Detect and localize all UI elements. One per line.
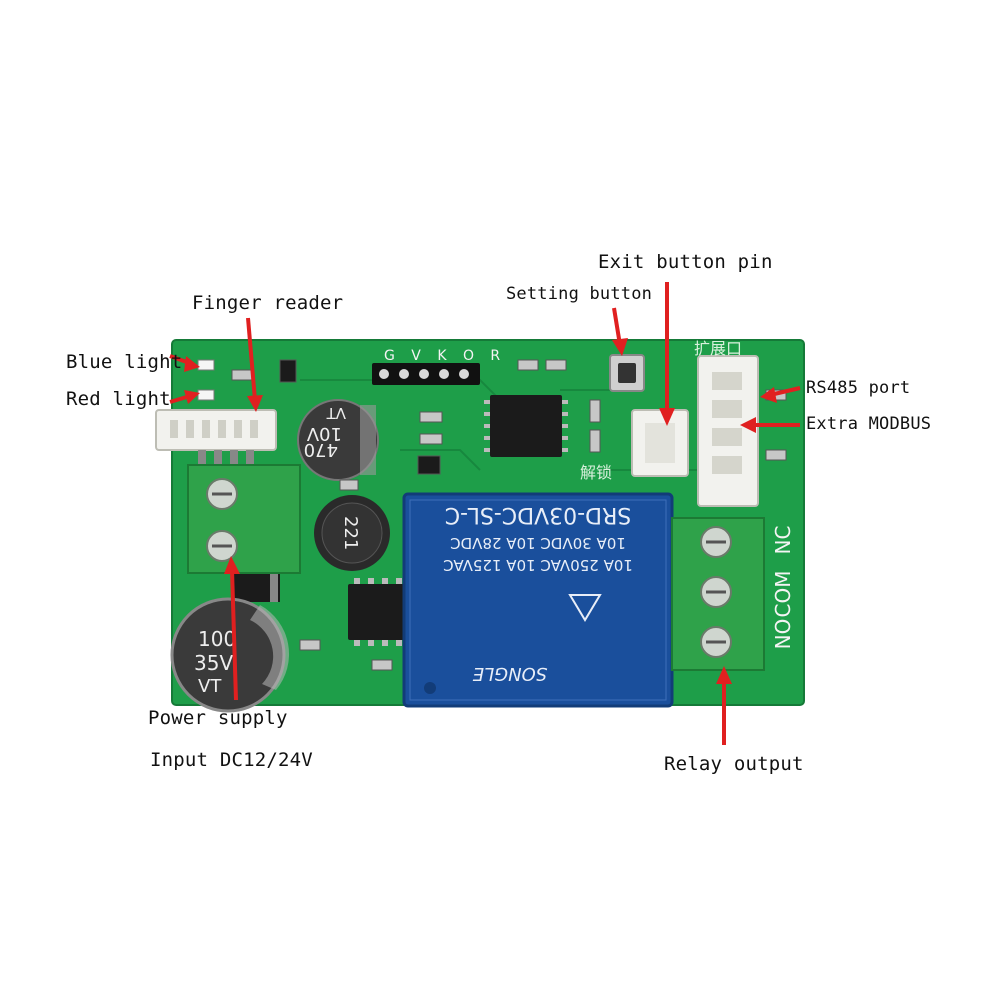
svg-text:SONGLE: SONGLE	[472, 663, 547, 684]
capacitor-100uf: 100 35V VT	[170, 597, 290, 713]
svg-text:221: 221	[340, 516, 361, 550]
svg-text:VT: VT	[198, 676, 222, 697]
relay-terminal-block	[671, 517, 765, 671]
svg-text:100: 100	[198, 627, 236, 651]
terminal-com: COM	[771, 571, 795, 618]
ic-chip-top	[490, 395, 562, 457]
label-setting-button: Setting button	[506, 284, 653, 304]
arrow-setting-button	[612, 307, 622, 346]
label-exit-button-pin: Exit button pin	[598, 251, 773, 273]
terminal-no: NO	[771, 619, 795, 650]
capacitor-470uf: 470 10V VT	[297, 399, 379, 481]
header-pin-labels: G V K O R	[384, 348, 506, 364]
svg-text:SRD-03VDC-SL-C: SRD-03VDC-SL-C	[445, 502, 632, 527]
label-extra-modbus: Extra MODBUS	[806, 414, 932, 434]
svg-text:10V: 10V	[306, 423, 342, 444]
label-red-light: Red light	[66, 388, 171, 410]
red-led	[197, 389, 215, 401]
arrow-power-supply	[230, 569, 238, 701]
label-relay-output: Relay output	[664, 753, 804, 775]
arrow-finger-reader	[246, 317, 257, 401]
label-blue-light: Blue light	[66, 351, 183, 373]
svg-text:10A 250VAC 10A 125VAC: 10A 250VAC 10A 125VAC	[443, 556, 633, 574]
label-rs485-port: RS485 port	[806, 378, 911, 398]
expansion-port-label: 扩展口	[694, 339, 742, 358]
label-power-supply: Power supply	[148, 707, 288, 729]
svg-text:470: 470	[304, 439, 338, 460]
power-terminal-block	[187, 464, 301, 574]
annotation-arrows	[169, 282, 801, 745]
terminal-nc: NC	[771, 526, 795, 555]
ic-chip-bottom	[348, 584, 412, 640]
svg-text:10A 30VDC 10A 28VDC: 10A 30VDC 10A 28VDC	[450, 534, 626, 552]
relay-songle: SRD-03VDC-SL-C 10A 250VAC 10A 125VAC 10A…	[402, 492, 674, 708]
inductor-221: 221	[314, 495, 390, 571]
blue-led	[197, 359, 215, 371]
label-finger-reader: Finger reader	[192, 292, 344, 314]
label-input-dc: Input DC12/24V	[150, 749, 313, 771]
svg-text:VT: VT	[326, 404, 346, 422]
unlock-label: 解锁	[580, 463, 612, 482]
svg-text:35V: 35V	[194, 651, 233, 675]
